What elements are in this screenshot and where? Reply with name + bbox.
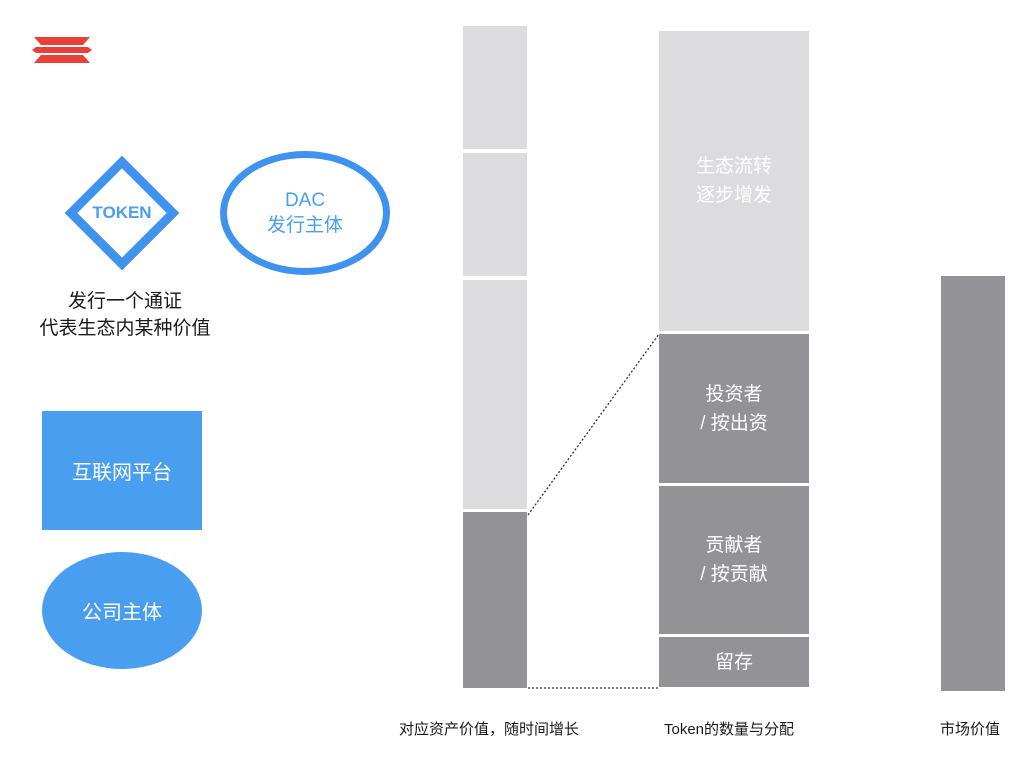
ecosystem-line1: 生态流转 [695, 156, 772, 177]
token-distribution-caption: Token的数量与分配 [664, 721, 795, 738]
internet-platform-box: 互联网平台 [42, 411, 202, 530]
platform-label: 互联网平台 [72, 462, 172, 484]
asset-value-segment-3 [463, 280, 527, 509]
company-label: 公司主体 [82, 602, 162, 624]
market-value-caption: 市场价值 [940, 721, 1001, 738]
token-caption: 发行一个通证 代表生态内某种价值 [10, 288, 240, 342]
ecosystem-line2: 逐步增发 [695, 185, 772, 206]
contributor-segment: 贡献者 / 按贡献 [659, 486, 809, 634]
asset-value-caption: 对应资产价值，随时间增长 [399, 721, 580, 738]
investor-line2: / 按出资 [700, 412, 768, 434]
asset-value-segment-1 [463, 26, 527, 149]
asset-value-current-segment [463, 512, 527, 688]
token-caption-line1: 发行一个通证 [67, 291, 182, 312]
ecosystem-issuance-segment: 生态流转 逐步增发 [659, 31, 809, 331]
token-label: TOKEN [92, 203, 152, 222]
reserve-segment: 留存 [659, 637, 809, 687]
asset-value-segment-2 [463, 153, 527, 276]
token-caption-line2: 代表生态内某种价值 [39, 318, 211, 339]
dac-label: DAC [284, 190, 326, 211]
reserve-label: 留存 [714, 651, 753, 673]
logo-icon [30, 34, 94, 66]
token-diamond-shape [64, 155, 180, 271]
dac-issuer-label: 发行主体 [266, 215, 343, 236]
connector-top-line [527, 333, 660, 516]
investor-segment: 投资者 / 按出资 [659, 334, 809, 483]
contributor-line1: 贡献者 [705, 535, 763, 556]
contributor-line2: / 按贡献 [700, 564, 768, 585]
dac-issuer-ellipse: DAC 发行主体 [220, 151, 390, 275]
investor-line1: 投资者 [705, 383, 763, 405]
company-entity-ellipse: 公司主体 [42, 552, 202, 669]
market-value-bar [941, 276, 1005, 691]
